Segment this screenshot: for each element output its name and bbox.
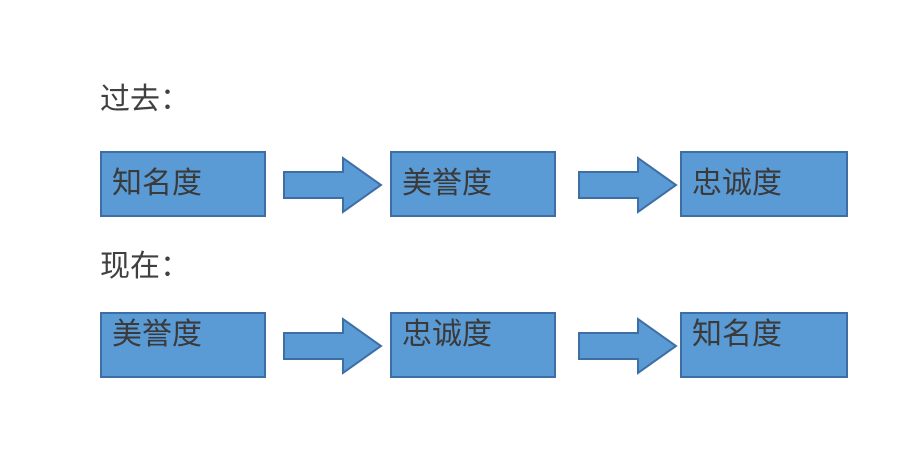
- node-box-past-1[interactable]: 知名度: [100, 151, 266, 217]
- arrow-right-icon: [578, 156, 678, 214]
- node-box-now-2[interactable]: 忠诚度: [390, 312, 556, 378]
- node-box-now-3[interactable]: 知名度: [680, 312, 848, 378]
- node-box-past-2[interactable]: 美誉度: [390, 151, 556, 217]
- arrow-right-icon: [283, 156, 383, 214]
- row-label-past: 过去：: [100, 83, 190, 116]
- node-box-past-3[interactable]: 忠诚度: [680, 151, 848, 217]
- row-label-now: 现在：: [100, 250, 190, 283]
- arrow-right-icon: [578, 317, 678, 375]
- arrow-right-icon: [283, 317, 383, 375]
- node-box-now-1[interactable]: 美誉度: [100, 312, 266, 378]
